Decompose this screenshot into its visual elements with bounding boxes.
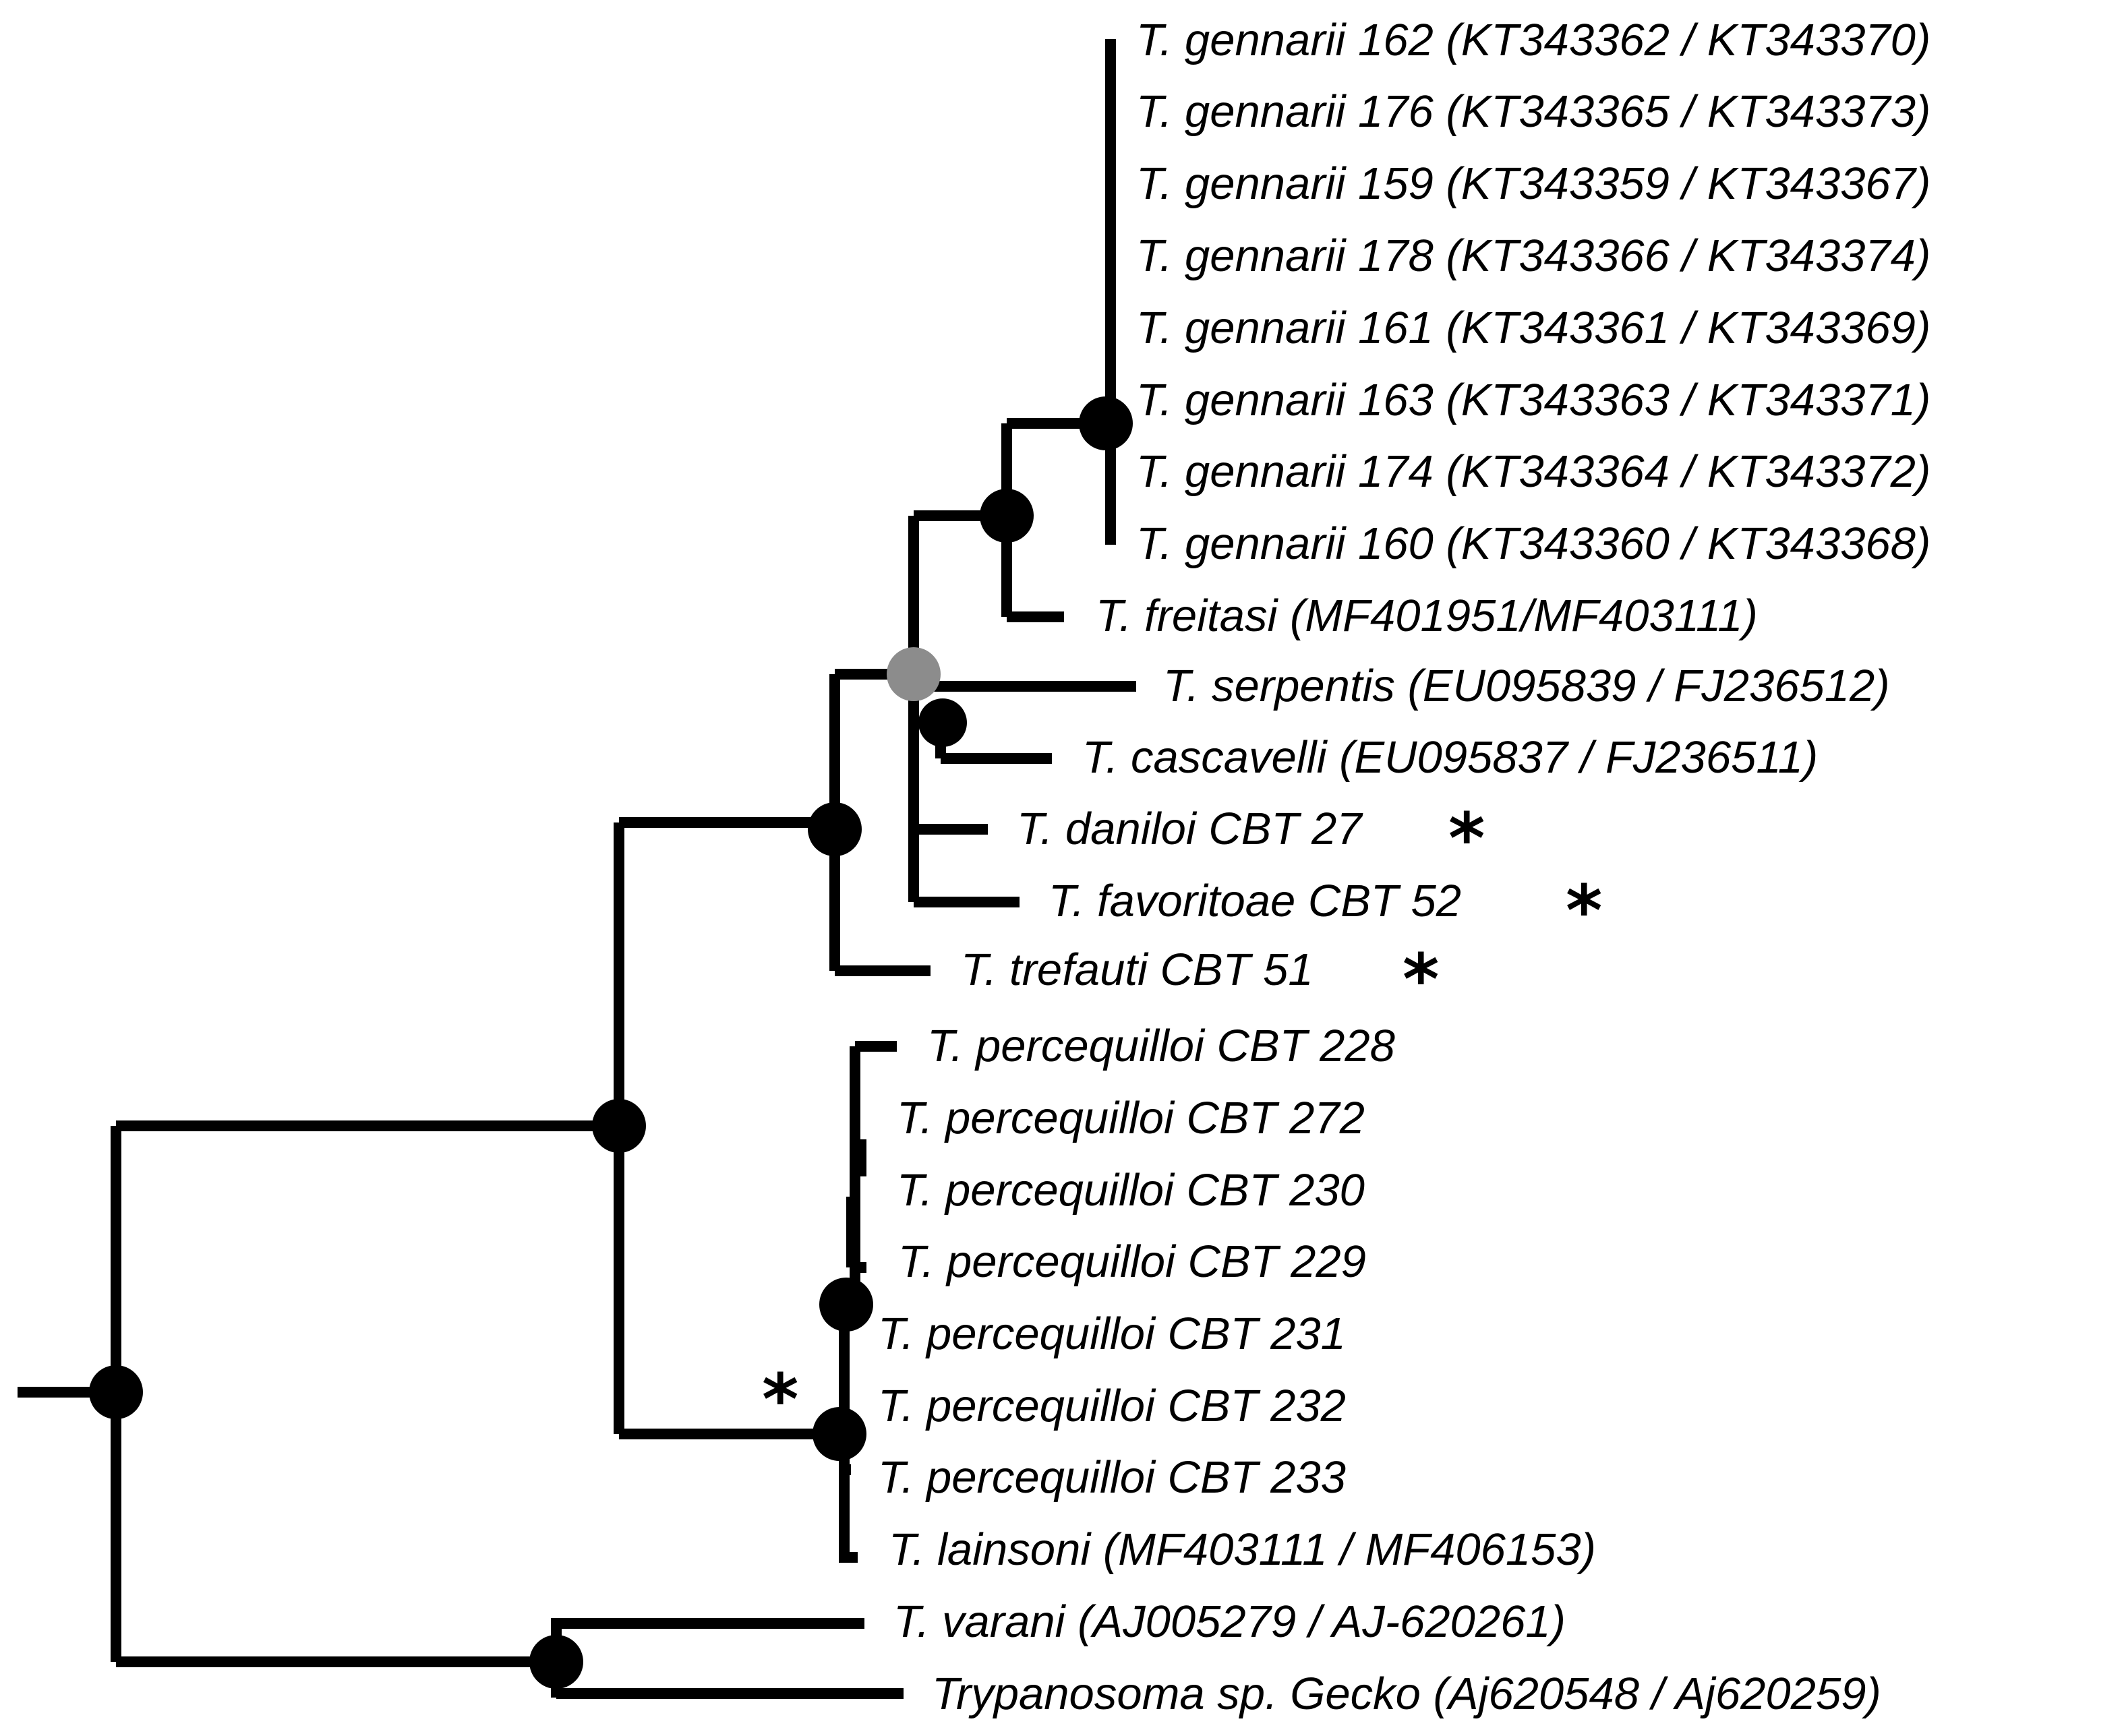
tip-label-gecko: Trypanosoma sp. Gecko (Aj620548 / Aj6202… (932, 1669, 1881, 1719)
node-gennarii-freitasi (980, 489, 1034, 543)
tip-label-g178: T. gennarii 178 (KT343366 / KT343374) (1136, 231, 1930, 281)
tip-label-p229: T. percequilloi CBT 229 (898, 1236, 1366, 1287)
tip-label-p228: T. percequilloi CBT 228 (927, 1021, 1395, 1071)
node-percequilloi-lower (813, 1407, 866, 1461)
tip-label-p272: T. percequilloi CBT 272 (897, 1093, 1365, 1143)
tip-label-g160: T. gennarii 160 (KT343360 / KT343368) (1136, 518, 1930, 569)
tip-label-freitasi: T. freitasi (MF401951/MF403111) (1096, 591, 1758, 641)
tip-label-varani: T. varani (AJ005279 / AJ-620261) (893, 1596, 1566, 1647)
tree-branches (18, 39, 1136, 1699)
tip-label-p230: T. percequilloi CBT 230 (897, 1165, 1365, 1216)
marker-favoritoae: * (1566, 870, 1602, 952)
tip-label-p233: T. percequilloi CBT 233 (878, 1452, 1346, 1503)
support-nodes (89, 396, 1133, 1689)
tip-label-serpentis: T. serpentis (EU095839 / FJ236512) (1163, 661, 1890, 711)
clade-marker-percequilloi: * (762, 1358, 798, 1441)
tip-label-p231: T. percequilloi CBT 231 (878, 1309, 1346, 1359)
tip-label-g161: T. gennarii 161 (KT343361 / KT343369) (1136, 303, 1930, 353)
node-gray (887, 647, 941, 701)
tip-label-p232: T. percequilloi CBT 232 (878, 1381, 1346, 1431)
node-root (89, 1365, 143, 1419)
marker-daniloi: * (1448, 798, 1485, 880)
tip-label-g159: T. gennarii 159 (KT343359 / KT343367) (1136, 158, 1930, 209)
tip-label-cascavelli: T. cascavelli (EU095837 / FJ236511) (1082, 732, 1818, 783)
tip-label-trefauti: T. trefauti CBT 51 (961, 945, 1314, 995)
tip-label-daniloi: T. daniloi CBT 27 (1017, 804, 1363, 854)
node-gennarii (1079, 396, 1133, 450)
tip-label-g162: T. gennarii 162 (KT343362 / KT343370) (1136, 15, 1930, 65)
tip-label-g174: T. gennarii 174 (KT343364 / KT343372) (1136, 446, 1930, 497)
node-outgroup (529, 1635, 583, 1689)
tip-label-g176: T. gennarii 176 (KT343365 / KT343373) (1136, 86, 1930, 137)
tip-label-lainsoni: T. lainsoni (MF403111 / MF406153) (889, 1524, 1596, 1575)
node-percequilloi-upper (819, 1278, 873, 1331)
marker-trefauti: * (1403, 938, 1439, 1021)
node-cascavelli (918, 698, 967, 747)
tip-label-g163: T. gennarii 163 (KT343363 / KT343371) (1136, 375, 1930, 425)
tip-labels: T. gennarii 162 (KT343362 / KT343370) T.… (762, 15, 1930, 1719)
tip-label-favoritoae: T. favoritoae CBT 52 (1049, 876, 1461, 926)
node-ingroup (592, 1099, 646, 1153)
node-upper-clade (808, 802, 862, 856)
